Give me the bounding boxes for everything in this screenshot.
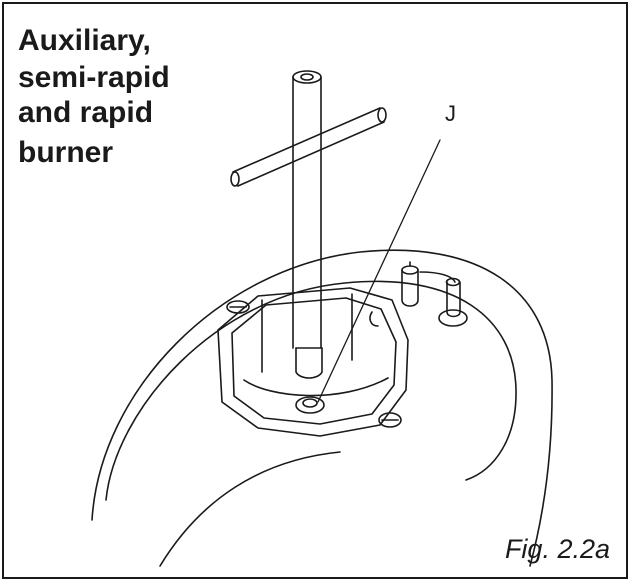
hob-lower-curve — [159, 451, 341, 567]
wrench-shaft — [292, 70, 323, 379]
injector-nozzle — [295, 396, 325, 414]
burner-cup-outer — [217, 287, 409, 437]
plate-screw-right — [378, 412, 402, 428]
wrench-cross-bar — [230, 107, 387, 187]
callout-label-j: J — [445, 101, 456, 126]
cup-clip — [369, 311, 379, 327]
figure-caption: Fig. 2.2a — [504, 534, 610, 564]
plate-screw-left — [226, 300, 250, 314]
title-line-2: semi-rapid — [18, 61, 170, 94]
burner-cup-floor — [243, 377, 389, 397]
thermocouple — [438, 277, 468, 327]
hob-outer-edge — [91, 249, 553, 567]
title-line-4: burner — [18, 136, 114, 169]
title-line-3: and rapid — [18, 96, 154, 129]
title-line-1: Auxiliary, — [18, 24, 151, 57]
spark-electrode — [401, 261, 456, 307]
hob-inner-ridge — [105, 280, 517, 501]
burner-cup-inner — [231, 297, 397, 425]
callout-leader-line — [317, 139, 441, 403]
